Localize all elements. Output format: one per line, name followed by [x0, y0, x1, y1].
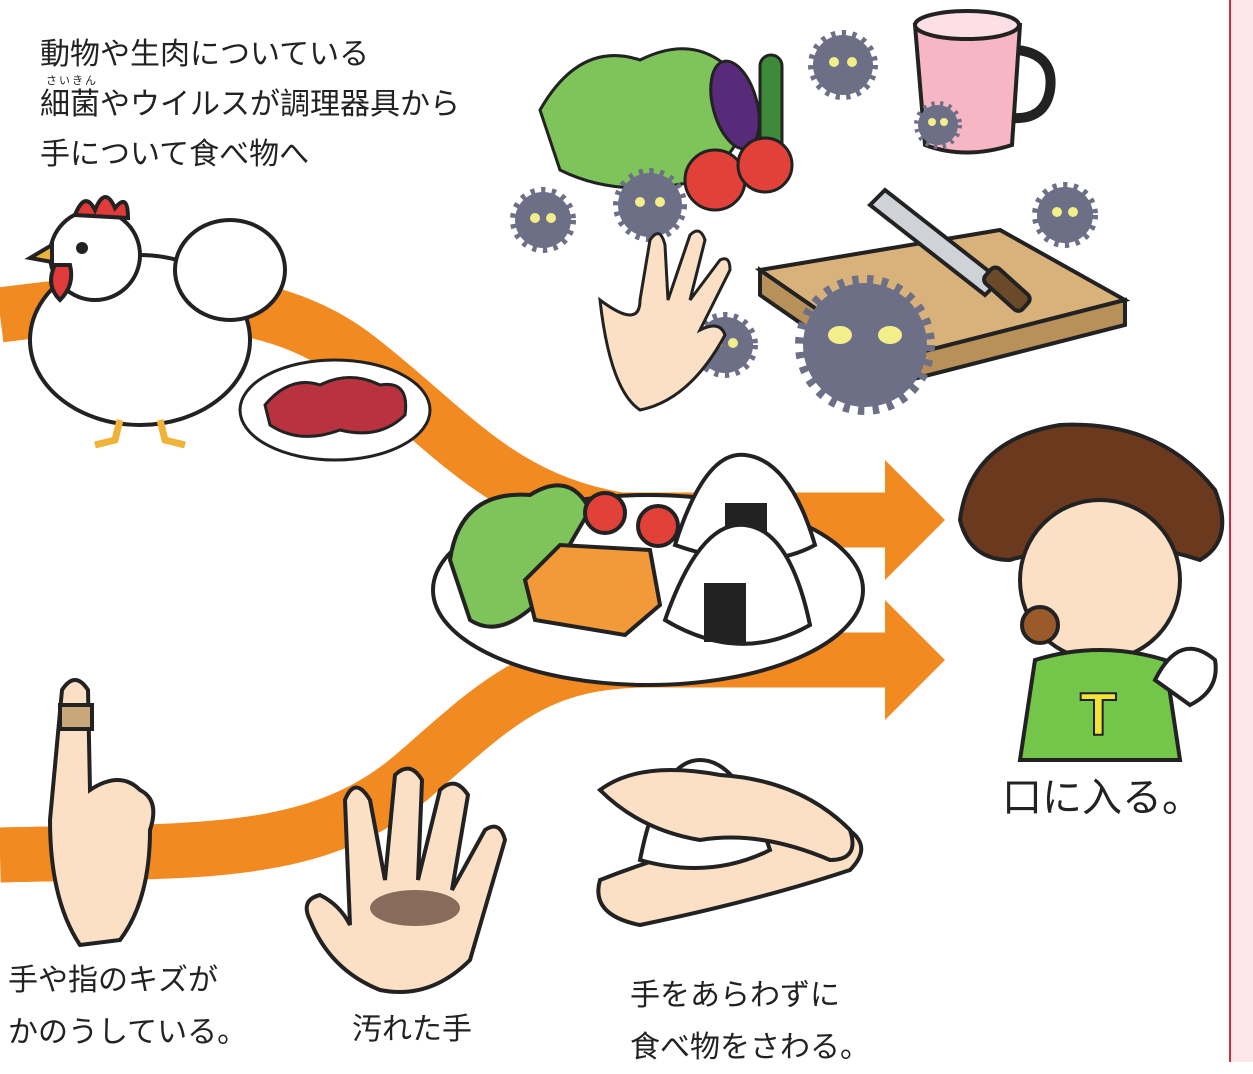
caption-no-wash: 手をあらわずに 食べ物をさわる。 [630, 978, 870, 1065]
child-eating-illustration: T [957, 422, 1225, 762]
tomato-2 [736, 136, 794, 194]
germ-4 [613, 168, 687, 242]
germ-5 [1032, 182, 1098, 248]
hand-touching-germs [598, 229, 732, 412]
tomato-slice-1 [583, 491, 627, 535]
chicken-legs [94, 419, 186, 449]
upper-hand [596, 768, 855, 863]
raised-finger-hand [47, 678, 156, 948]
chicken-beak [24, 241, 54, 265]
caption-dirty-hand: 汚れた手 [352, 1012, 472, 1047]
tomato-slice-2 [636, 504, 680, 548]
dirty-hand [304, 766, 508, 994]
cup-handle [1011, 45, 1056, 124]
caption-mouth: 口に入る。 [1002, 775, 1202, 821]
caption-top: 動物や生肉についている 細菌やウイルスが調理器具から 手について食べ物へ [40, 37, 460, 172]
cup-rim [913, 9, 1021, 41]
raw-meat-plate [238, 358, 432, 462]
germ-1 [808, 30, 878, 100]
open-hand [304, 766, 508, 994]
chicken-eye [76, 242, 88, 254]
tomato-1 [683, 148, 747, 212]
child-snack [1020, 605, 1060, 645]
page-side-bar [1229, 0, 1253, 1062]
vegetables-illustration [538, 47, 794, 212]
child-rice-ball [1152, 646, 1218, 708]
chicken-illustration [24, 195, 287, 449]
chicken-comb [72, 195, 131, 221]
germs [510, 30, 1098, 415]
hands-making-rice-ball [596, 757, 864, 928]
nori-2 [704, 583, 746, 642]
furigana-saikin: さいきん [46, 74, 98, 87]
caption-cut-finger: 手や指のキズが かのうしている。 [8, 963, 248, 1050]
germ-2 [914, 101, 962, 149]
shirt-logo: T [1080, 681, 1117, 748]
germ-3 [510, 187, 576, 253]
bandage [58, 703, 94, 731]
dirt-smudge [370, 890, 460, 926]
raw-meat [263, 376, 408, 438]
fried-cutlet [522, 542, 663, 638]
germ-big [795, 275, 935, 415]
chicken-tail [173, 218, 287, 322]
food-plate-illustration [431, 452, 865, 687]
chicken-wattle [49, 263, 74, 303]
arrow-bottom-head [885, 600, 945, 720]
arrow-top-head [885, 460, 945, 580]
knife-handle [982, 265, 1032, 313]
bandaged-finger-hand [47, 678, 156, 948]
